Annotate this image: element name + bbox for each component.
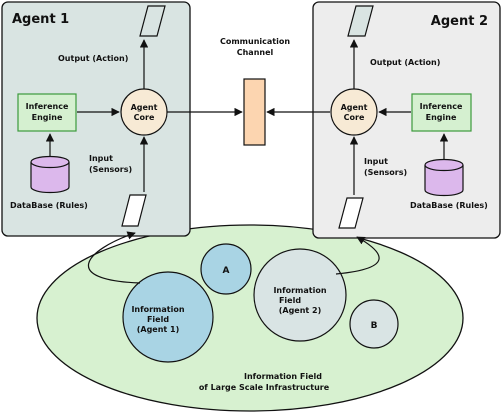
agent2-field-label-3: (Agent 2) xyxy=(279,306,322,315)
agent1-core xyxy=(120,88,168,136)
agent2-core-label-1: Agent xyxy=(341,103,368,112)
agent1-field-to-input-arrow xyxy=(88,231,141,284)
agent1-field-label-3: (Agent 1) xyxy=(137,325,180,334)
field-b-circle xyxy=(349,299,399,349)
agent1-inference-label-2: Engine xyxy=(32,113,63,122)
agent2-output-label: Output (Action) xyxy=(370,58,440,67)
agent2-database-label: DataBase (Rules) xyxy=(410,201,488,210)
agent2-input-label-2: (Sensors) xyxy=(364,168,407,177)
agent2-field-label-1: Information xyxy=(273,286,326,295)
agent1-field-label-1: Information xyxy=(131,305,184,314)
field-b-label: B xyxy=(371,321,378,331)
infrastructure-label-1: Information Field xyxy=(244,372,322,381)
agent2-field-to-input-arrow xyxy=(335,236,380,275)
agent2-inference-engine xyxy=(411,93,472,132)
agent1-output-shape xyxy=(139,5,166,37)
agent1-database-label: DataBase (Rules) xyxy=(10,201,88,210)
agent2-input-label-1: Input xyxy=(364,157,388,166)
agent2-core xyxy=(330,88,378,136)
agent1-output-label: Output (Action) xyxy=(58,54,128,63)
agent1-input-label-1: Input xyxy=(89,154,113,163)
agent1-field-label-2: Field xyxy=(147,315,169,324)
agent2-input-shape xyxy=(338,197,364,229)
agent1-title: Agent 1 xyxy=(12,12,69,27)
field-a-circle xyxy=(200,243,252,295)
agent2-title: Agent 2 xyxy=(431,14,488,29)
agent1-inference-label-1: Inference xyxy=(26,102,69,111)
field-a-label: A xyxy=(223,266,230,276)
agent2-inference-label-1: Inference xyxy=(420,102,463,111)
agent2-information-field xyxy=(253,248,347,342)
agent2-database-icon xyxy=(424,158,464,197)
channel-label-2: Channel xyxy=(237,48,274,57)
channel-label-1: Communication xyxy=(220,37,290,46)
agent1-core-label-2: Core xyxy=(134,113,155,122)
agent2-field-label-2: Field xyxy=(279,296,301,305)
communication-channel xyxy=(243,78,266,146)
agent1-information-field xyxy=(122,271,214,363)
agent1-inference-engine xyxy=(17,93,77,132)
agent1-database-icon xyxy=(30,155,70,194)
agent2-core-label-2: Core xyxy=(344,113,365,122)
agent1-input-shape xyxy=(121,194,147,227)
infrastructure-label-2: of Large Scale Infrastructure xyxy=(199,383,330,392)
agent1-input-label-2: (Sensors) xyxy=(89,165,132,174)
agent2-output-shape xyxy=(347,5,374,37)
agent1-core-label-1: Agent xyxy=(131,103,158,112)
agent2-inference-label-2: Engine xyxy=(426,113,457,122)
